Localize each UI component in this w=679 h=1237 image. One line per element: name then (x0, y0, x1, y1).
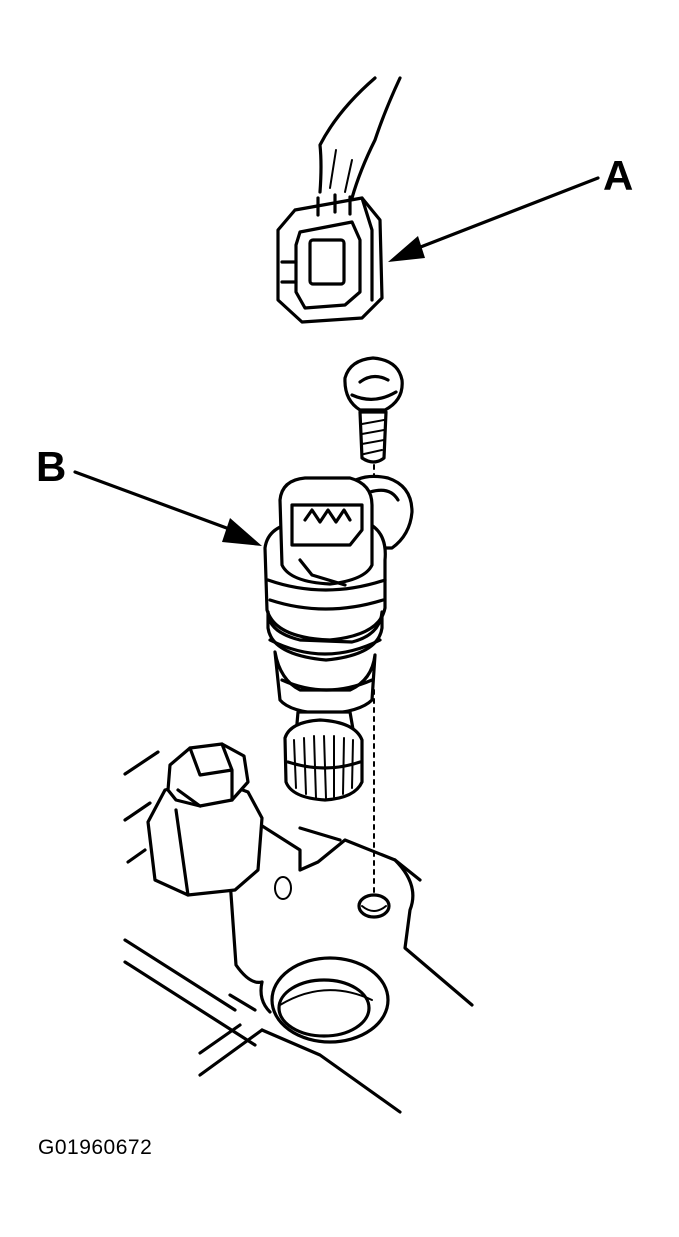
speed-sensor-b (263, 474, 414, 802)
callout-a-arrow (388, 176, 600, 262)
mounting-bolt (343, 356, 404, 464)
figure-id: G01960672 (38, 1136, 153, 1159)
transmission-housing (123, 750, 474, 1114)
housing-hex-bolt (146, 742, 264, 897)
callout-label-a: A (603, 152, 634, 199)
callout-b-arrow (73, 470, 262, 546)
connector-a (276, 76, 402, 324)
callout-label-b: B (36, 443, 67, 490)
